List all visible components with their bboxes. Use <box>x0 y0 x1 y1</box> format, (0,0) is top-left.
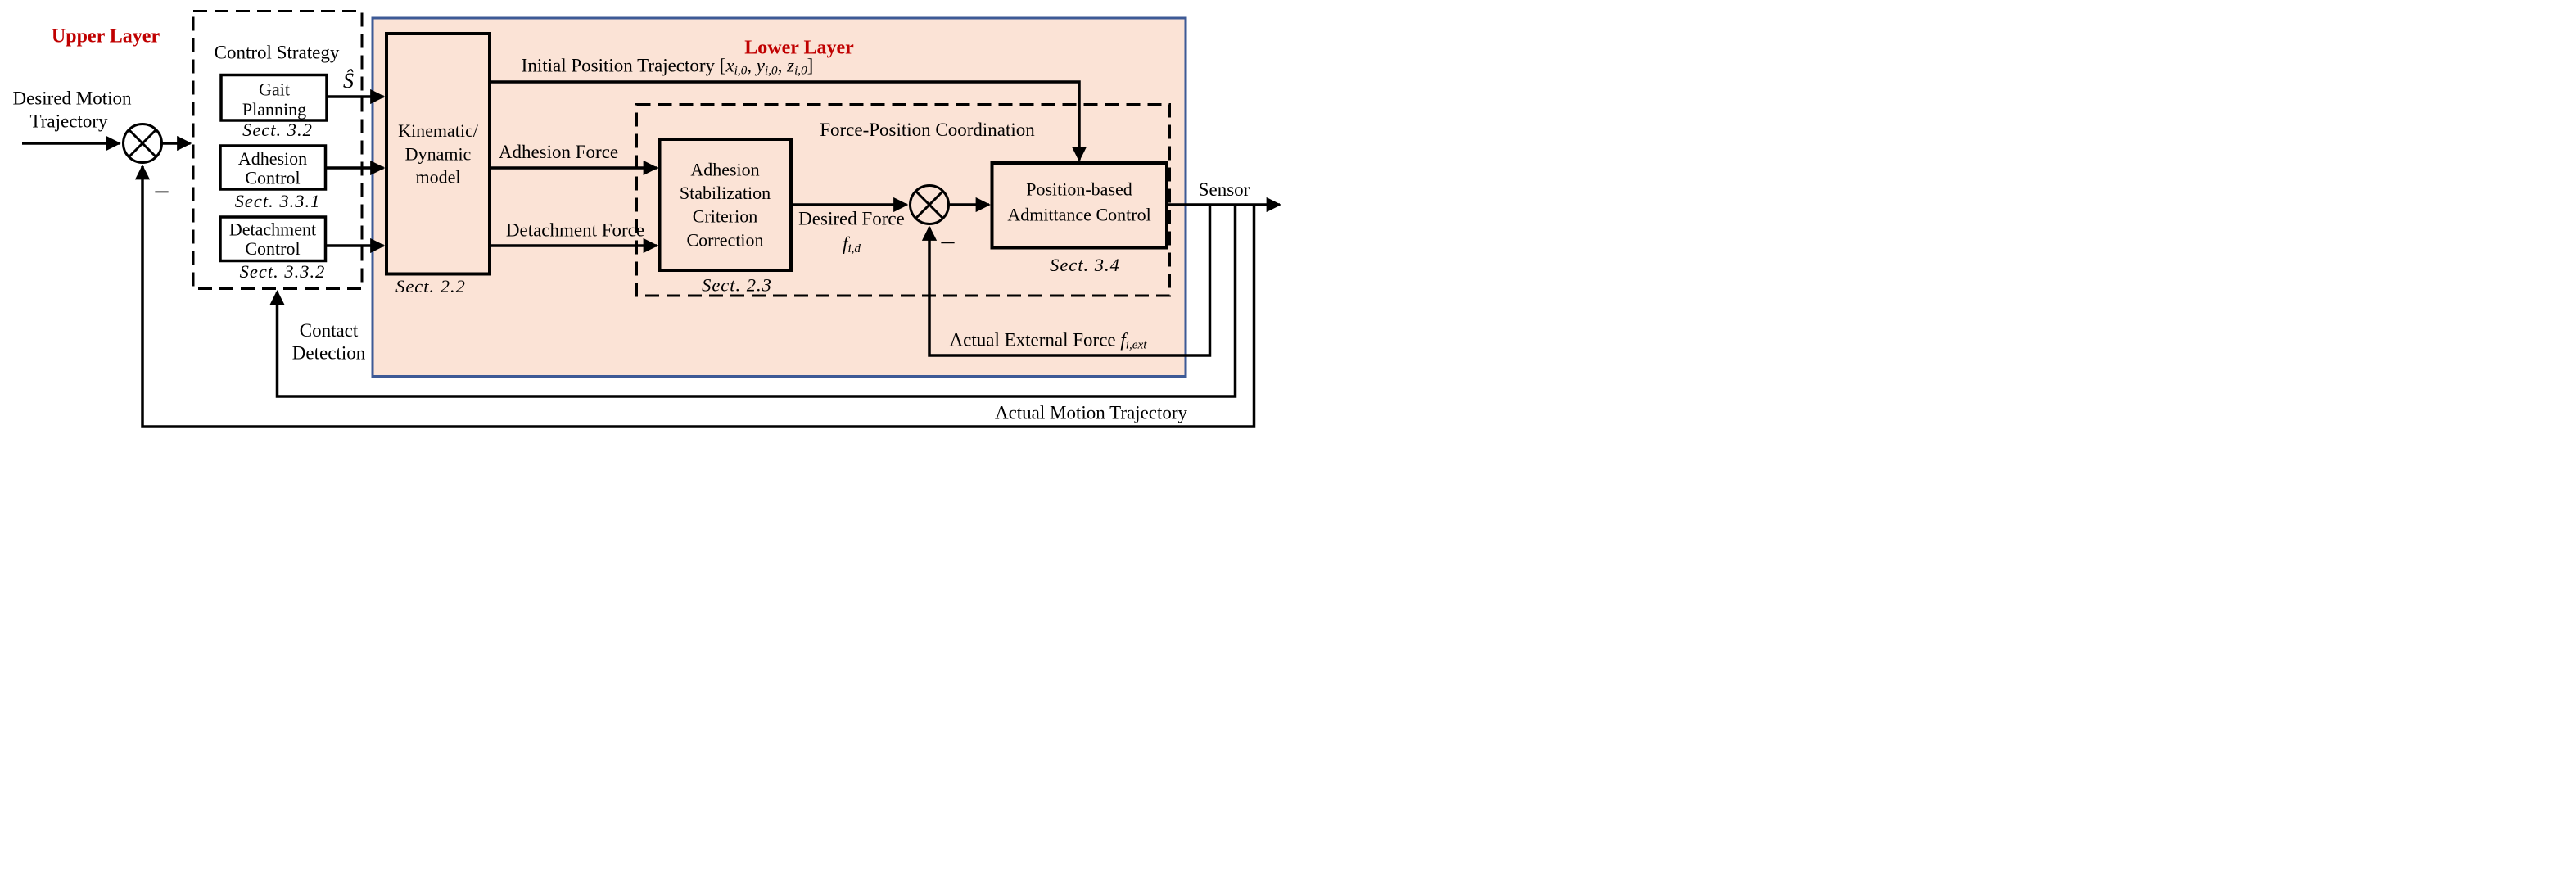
figure-canvas: Upper Layer Desired Motion Trajectory − … <box>0 0 1288 446</box>
adhesion-control-box <box>219 144 328 191</box>
admittance-control-box <box>990 161 1168 250</box>
initial-position-trajectory-label: Initial Position Trajectory [xi,0, yi,0,… <box>521 55 814 78</box>
wire-actual-motion-feedback <box>134 165 1256 428</box>
ascc-label-line2: Stabilization <box>679 183 771 203</box>
diagram-graphics <box>22 10 1281 428</box>
force-position-coordination-title: Force-Position Coordination <box>820 119 1035 140</box>
gait-planning-box <box>219 73 328 122</box>
contact-detection-label-line1: Contact <box>299 319 359 341</box>
gait-planning-label-line2: Planning <box>242 99 307 120</box>
actual-external-force-label: Actual External Force fi,ext <box>949 329 1147 352</box>
sect-3-3-1-label: Sect. 3.3.1 <box>234 190 321 211</box>
desired-force-label: Desired Force <box>798 208 905 229</box>
control-strategy-title: Control Strategy <box>214 42 340 63</box>
kinematic-label-line3: model <box>415 167 461 188</box>
ascc-label-line3: Criterion <box>692 206 758 227</box>
wire-initial-position-trajectory <box>490 80 1087 162</box>
ascc-label-line1: Adhesion <box>690 160 760 180</box>
sect-2-2-label: Sect. 2.2 <box>395 275 466 296</box>
adhesion-control-label-line1: Adhesion <box>237 148 308 169</box>
desired-motion-label-line2: Trajectory <box>29 111 108 132</box>
adhesion-control-label-line2: Control <box>245 168 301 188</box>
actual-motion-trajectory-label: Actual Motion Trajectory <box>994 402 1188 423</box>
kinematic-label-line1: Kinematic/ <box>398 120 478 141</box>
motion-junction-minus-sign: − <box>153 176 170 208</box>
admittance-label-line1: Position-based <box>1026 179 1132 200</box>
contact-detection-label-line2: Detection <box>291 342 366 364</box>
sect-3-2-label: Sect. 3.2 <box>242 119 313 140</box>
detachment-control-box <box>219 215 328 263</box>
adhesion-stabilization-box <box>658 138 793 272</box>
kinematic-label-line2: Dynamic <box>404 144 472 165</box>
admittance-label-line2: Admittance Control <box>1007 205 1151 225</box>
adhesion-force-label: Adhesion Force <box>498 141 619 162</box>
sect-2-3-label: Sect. 2.3 <box>702 274 772 296</box>
summing-junction-force <box>909 184 950 225</box>
sect-3-3-2-label: Sect. 3.3.2 <box>239 260 326 282</box>
control-strategy-dashed-box <box>192 10 364 290</box>
detachment-control-label-line1: Detachment <box>228 219 317 240</box>
summing-junction-motion <box>122 123 163 164</box>
upper-layer-title: Upper Layer <box>51 25 160 47</box>
desired-motion-label-line1: Desired Motion <box>12 88 132 109</box>
desired-force-symbol: fi,d <box>843 233 861 256</box>
wire-contact-detection-feedback <box>269 205 1237 398</box>
sect-3-4-label: Sect. 3.4 <box>1050 254 1120 275</box>
sensor-label: Sensor <box>1198 179 1250 200</box>
gait-planning-label-line1: Gait <box>259 79 290 100</box>
detachment-control-label-line2: Control <box>245 238 301 259</box>
gait-output-symbol: Ŝ <box>343 69 354 93</box>
diagram-stage: Upper Layer Desired Motion Trajectory − … <box>0 0 1288 446</box>
detachment-force-label: Detachment Force <box>505 219 645 241</box>
lower-layer-title: Lower Layer <box>744 36 854 58</box>
ascc-label-line4: Correction <box>686 230 764 251</box>
force-junction-minus-sign: − <box>939 227 956 259</box>
force-position-coordination-dashed-box <box>635 103 1171 297</box>
wire-actual-external-force-feedback <box>921 205 1212 357</box>
kinematic-dynamic-model-box <box>385 32 491 276</box>
